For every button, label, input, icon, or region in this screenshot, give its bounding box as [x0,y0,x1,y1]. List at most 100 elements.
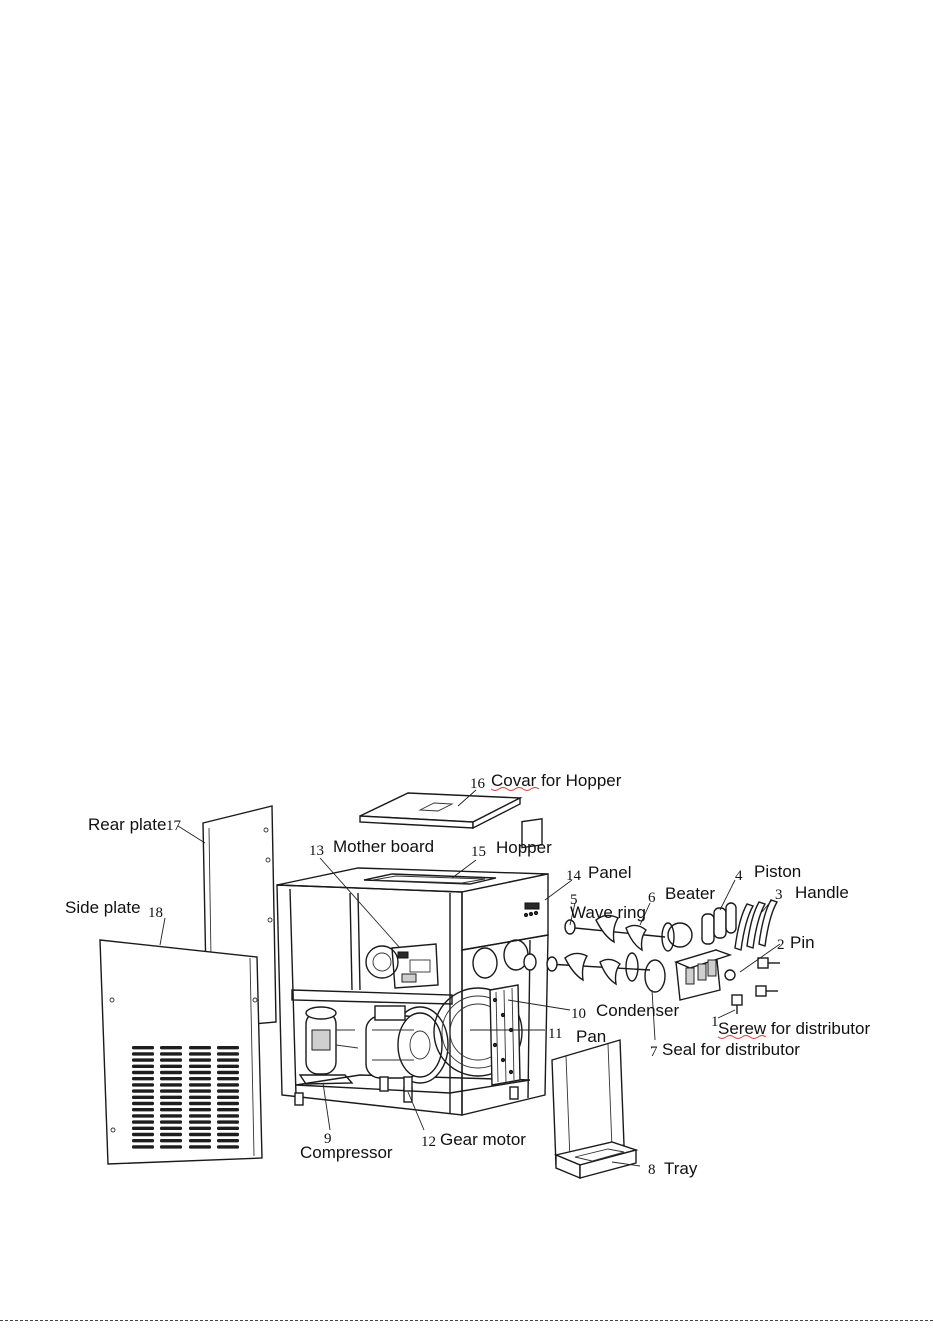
vent-slot [160,1114,182,1117]
part-label-9: 9 Compressor [300,1131,393,1162]
vent-slot [217,1089,239,1092]
svg-text:13: 13 [309,843,324,859]
hopper-cover-drawing [360,793,520,828]
vent-slot [132,1120,154,1123]
part-label-11: 11 Pan [548,1026,606,1046]
vent-slot [160,1083,182,1086]
part-label-10: 10 Condenser [571,1001,680,1022]
vent-slot [160,1077,182,1080]
vent-slot [217,1058,239,1061]
svg-text:Handle: Handle [795,883,849,902]
drip-tray-drawing [552,1040,636,1178]
vent-slot [132,1133,154,1136]
vent-slot [132,1145,154,1148]
svg-text:Tray: Tray [664,1159,698,1178]
vent-slot [217,1145,239,1148]
svg-text:Beater: Beater [665,884,715,903]
vent-slot [160,1145,182,1148]
vent-slot [132,1065,154,1068]
vent-slot [132,1046,154,1049]
vent-slot [189,1077,211,1080]
svg-text:Hopper: Hopper [496,838,552,857]
part-label-16: 16 Covar for Hopper [470,771,622,792]
vent-slot [132,1102,154,1105]
part-label-7: 7 Seal for distributor [650,1040,800,1060]
svg-text:Pan: Pan [576,1027,606,1046]
svg-text:17: 17 [166,818,182,834]
vent-slot [189,1089,211,1092]
vent-slot [189,1071,211,1074]
vent-slot [217,1133,239,1136]
vent-slot [132,1114,154,1117]
part-label-15: 15 Hopper [471,838,552,860]
vent-slot [160,1071,182,1074]
svg-text:Seal for distributor: Seal for distributor [662,1040,800,1059]
part-label-4: 4 Piston [735,862,801,884]
svg-text:16: 16 [470,776,486,792]
mother-board-drawing [366,944,438,988]
vent-slot [132,1052,154,1055]
beater-assembly-drawing [524,915,692,992]
svg-text:Compressor: Compressor [300,1143,393,1162]
svg-text:Serew for distributor: Serew for distributor [718,1019,870,1038]
vent-slot [189,1096,211,1099]
svg-text:Rear plate: Rear plate [88,815,166,834]
vent-slot [160,1096,182,1099]
part-label-3: 3 Handle [775,883,849,903]
vent-slot [132,1071,154,1074]
vent-slot [217,1139,239,1142]
part-label-12: 12 Gear motor [421,1130,526,1150]
part-label-1: 1 Serew for distributor [711,1014,870,1039]
vent-slot [160,1046,182,1049]
svg-text:10: 10 [571,1006,586,1022]
part-label-18: Side plate 18 [65,898,163,921]
vent-slot [217,1108,239,1111]
svg-text:Pin: Pin [790,933,815,952]
screw-right-2 [756,986,778,996]
vent-slot [189,1139,211,1142]
vent-slot [160,1127,182,1130]
svg-text:Piston: Piston [754,862,801,881]
vent-slot [132,1083,154,1086]
vent-slot [132,1089,154,1092]
vent-slot [217,1102,239,1105]
vent-slot [160,1108,182,1111]
part-label-5: 5 Wave ring [570,892,646,922]
vent-slot [132,1139,154,1142]
vent-slot [217,1065,239,1068]
vent-slot [189,1052,211,1055]
vent-slot [217,1071,239,1074]
svg-text:7: 7 [650,1044,658,1060]
svg-text:Side plate: Side plate [65,898,141,917]
svg-text:18: 18 [148,905,163,921]
vent-slot [217,1096,239,1099]
svg-text:12: 12 [421,1134,436,1150]
vent-slot [189,1058,211,1061]
vent-slot [189,1120,211,1123]
svg-text:14: 14 [566,868,582,884]
vent-slot [217,1114,239,1117]
svg-text:4: 4 [735,868,743,884]
part-label-8: 8 Tray [648,1159,698,1178]
svg-text:Mother board: Mother board [333,837,434,856]
vent-slot [160,1058,182,1061]
vent-slot [217,1052,239,1055]
vent-slot [160,1102,182,1105]
distributor-drawing [676,900,780,1014]
vent-slot [189,1065,211,1068]
svg-text:Condenser: Condenser [596,1001,680,1020]
svg-text:11: 11 [548,1026,562,1042]
vent-slot [160,1065,182,1068]
vent-slot [160,1133,182,1136]
vent-slot [160,1089,182,1092]
vent-slot [189,1145,211,1148]
svg-text:Gear motor: Gear motor [440,1130,526,1149]
vent-slot [189,1127,211,1130]
svg-text:Wave ring: Wave ring [570,903,646,922]
vent-slot [132,1058,154,1061]
screw-right-1 [758,958,780,968]
part-label-2: 2 Pin [777,933,815,953]
vent-slot [217,1077,239,1080]
part-label-14: 14 Panel [566,863,631,884]
